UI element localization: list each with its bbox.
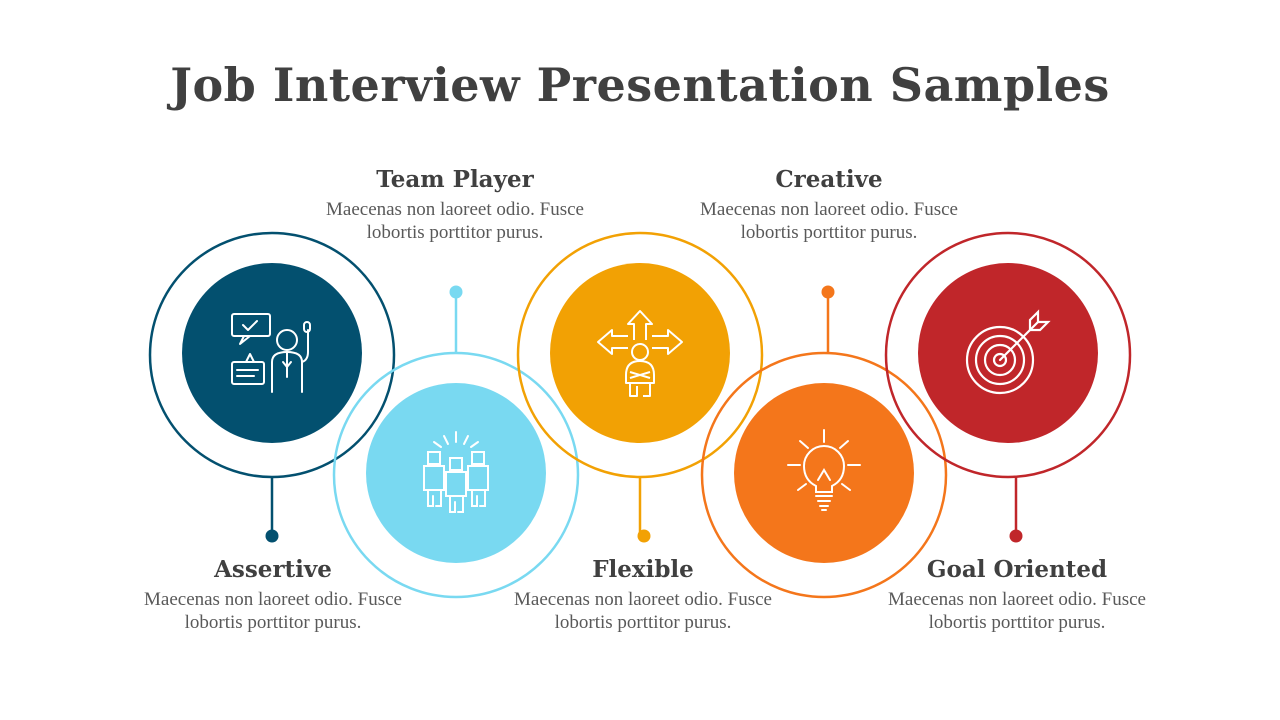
label-creative: Creative Maecenas non laoreet odio. Fusc…: [699, 166, 959, 244]
heading-assertive: Assertive: [214, 556, 332, 583]
connector-team-player: [449, 285, 463, 353]
slide-title: Job Interview Presentation Samples: [170, 58, 1110, 112]
description-assertive: Maecenas non laoreet odio. Fusce loborti…: [144, 589, 402, 633]
heading-goal-oriented: Goal Oriented: [926, 556, 1108, 583]
label-goal-oriented: Goal Oriented Maecenas non laoreet odio.…: [887, 556, 1147, 634]
connector-creative: [821, 285, 835, 353]
description-flexible: Maecenas non laoreet odio. Fusce loborti…: [514, 589, 772, 633]
team-icon: [423, 431, 489, 513]
circle-goal-oriented: [884, 231, 1132, 479]
heading-team-player: Team Player: [376, 166, 534, 193]
lightbulb-icon: [787, 429, 861, 511]
connector-assertive: [265, 477, 279, 543]
circle-creative: [700, 351, 948, 599]
circle-assertive: [148, 231, 396, 479]
target-icon: [965, 309, 1051, 395]
heading-creative: Creative: [775, 166, 883, 193]
presentation-person-icon: [231, 313, 311, 393]
label-team-player: Team Player Maecenas non laoreet odio. F…: [325, 166, 585, 244]
connector-flexible: [637, 477, 651, 543]
label-assertive: Assertive Maecenas non laoreet odio. Fus…: [143, 556, 403, 634]
directions-person-icon: [597, 310, 683, 397]
description-goal-oriented: Maecenas non laoreet odio. Fusce loborti…: [888, 589, 1146, 633]
heading-flexible: Flexible: [592, 556, 694, 583]
description-team-player: Maecenas non laoreet odio. Fusce loborti…: [326, 199, 584, 243]
label-flexible: Flexible Maecenas non laoreet odio. Fusc…: [513, 556, 773, 634]
connector-goal-oriented: [1009, 477, 1023, 543]
circle-flexible: [516, 231, 764, 479]
description-creative: Maecenas non laoreet odio. Fusce loborti…: [700, 199, 958, 243]
